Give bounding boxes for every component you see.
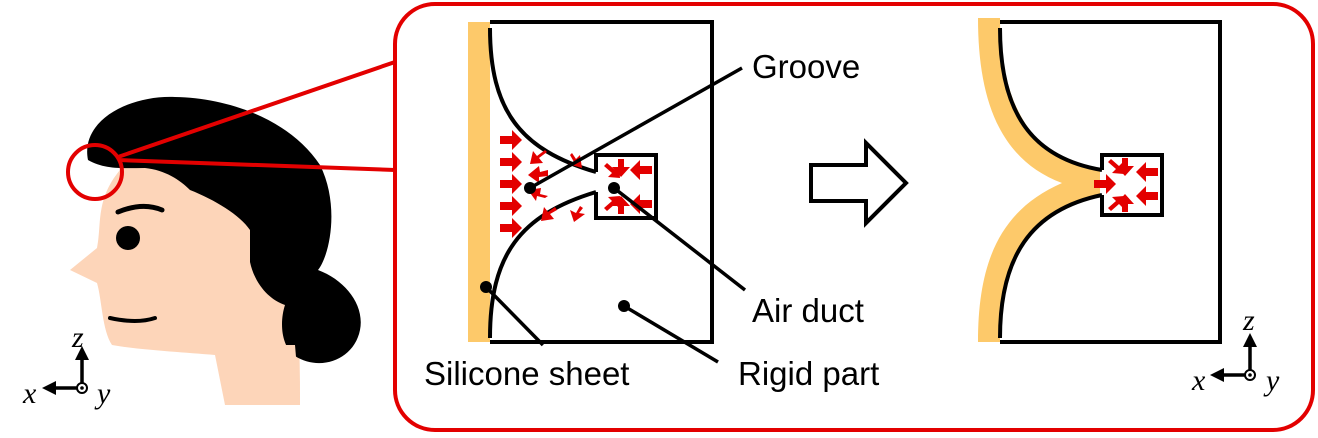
silicone-marker xyxy=(480,281,492,293)
callout-line-top xyxy=(117,60,396,159)
callout-line-bottom xyxy=(117,158,396,172)
silicone-sheet xyxy=(468,22,490,342)
groove-upper-curve xyxy=(488,27,597,174)
axis-left-z-label: z xyxy=(71,321,84,354)
state-before xyxy=(468,20,747,364)
highlight-circle xyxy=(66,143,124,201)
silicone-sheet-deformed xyxy=(978,18,1100,342)
air-duct-leader xyxy=(612,186,747,292)
hair xyxy=(87,96,361,364)
axis-left-x-label: x xyxy=(22,377,37,410)
pressure-arrow-icon xyxy=(1094,158,1158,212)
groove-lower-curve-after xyxy=(998,193,1103,339)
axis-left-y-label: y xyxy=(94,377,111,410)
air-duct xyxy=(594,153,658,220)
eye xyxy=(116,226,140,250)
rigid-part-marker xyxy=(618,300,630,312)
pressure-arrow-icon xyxy=(500,130,652,238)
air-duct-label: Air duct xyxy=(752,292,864,329)
silicone-sheet-label: Silicone sheet xyxy=(424,355,629,392)
axis-right-y-label: y xyxy=(1263,364,1280,397)
groove-marker xyxy=(524,182,536,194)
groove-lower-curve xyxy=(488,190,597,339)
groove-label: Groove xyxy=(752,48,860,85)
groove-leader xyxy=(529,66,743,190)
axes-left: z x y xyxy=(22,321,111,410)
axis-right-x-label: x xyxy=(1191,364,1206,397)
neck xyxy=(215,345,300,405)
detail-panel-frame xyxy=(393,2,1315,432)
state-transition-arrow-icon xyxy=(809,138,909,228)
rigid-part-frame xyxy=(490,20,714,344)
mouth xyxy=(108,316,157,323)
groove-upper-curve-after xyxy=(998,27,1103,172)
silicone-leader xyxy=(484,285,545,347)
head-icon xyxy=(70,96,361,405)
axes-right: z x y xyxy=(1191,304,1280,397)
state-after xyxy=(978,18,1222,344)
axis-right-z-label: z xyxy=(1242,304,1255,337)
air-duct-after xyxy=(1100,153,1164,217)
rigid-part-leader xyxy=(623,304,719,364)
rigid-part-label: Rigid part xyxy=(738,355,879,392)
eyebrow xyxy=(115,204,165,215)
rigid-part-frame-after xyxy=(1000,20,1222,344)
air-duct-marker xyxy=(608,182,620,194)
